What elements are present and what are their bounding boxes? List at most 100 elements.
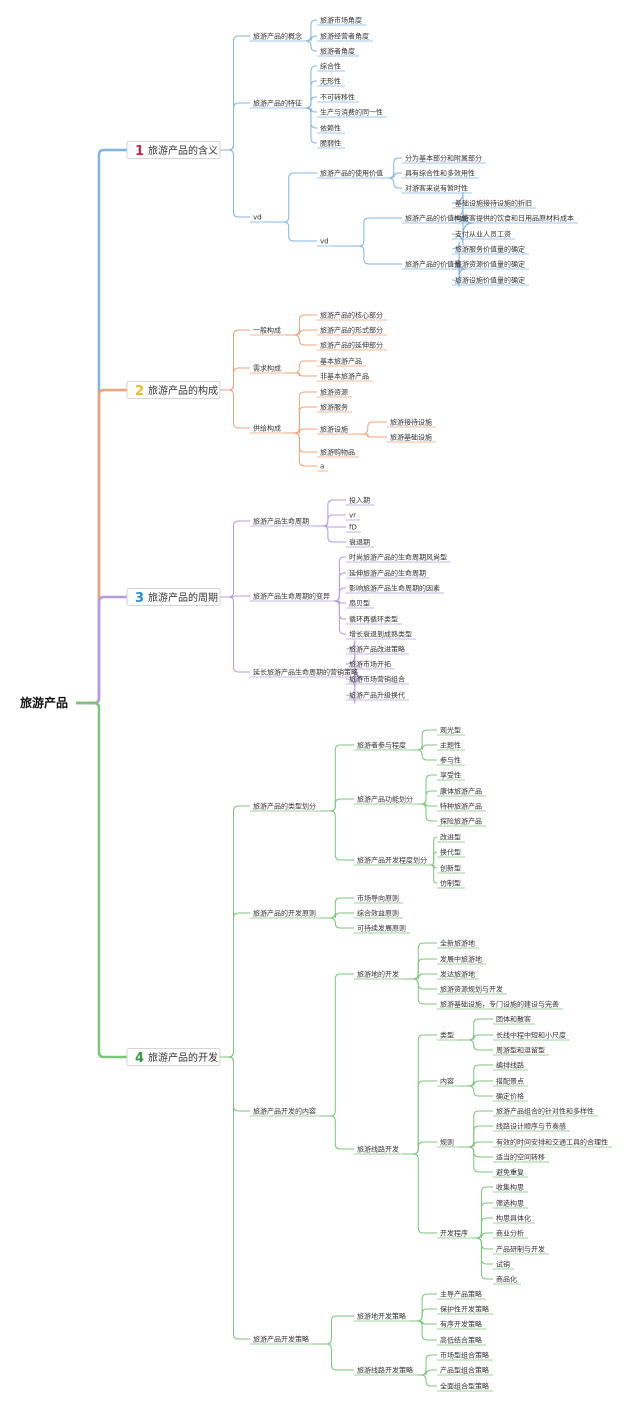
node-3-b0-1-1[interactable]: 无形性 [320,77,341,86]
node-4-b3-3-0-1[interactable]: 保护性开发策略 [440,1305,489,1314]
node-5-b0-2-1-0-0[interactable]: 基础设施接待设施的折旧 [455,199,532,208]
node-4-b0-2-1-0[interactable]: 旅游产品的价值构成 [405,214,468,223]
node-3-b3-1-0[interactable]: 市场导向原则 [357,894,399,903]
node-4-b3-3-0-3[interactable]: 高低结合策略 [440,1336,482,1345]
node-3-b3-0-2[interactable]: 旅游产品开发程度划分 [357,856,427,865]
node-2-b1-2[interactable]: 供给构成 [253,424,281,433]
node-5-b3-2-1-1-0[interactable]: 编排线路 [496,1061,524,1070]
node-3-b2-1-4[interactable]: 循环再循环类型 [349,615,398,624]
node-3-b3-0-0[interactable]: 旅游者参与程度 [357,741,406,750]
node-3-b3-1-2[interactable]: 可持续发展原则 [357,924,406,933]
node-3-b0-1-3[interactable]: 生产与消费的同一性 [320,108,383,117]
node-5-b3-2-1-2-4[interactable]: 避免重复 [496,1168,524,1177]
node-4-b3-2-0-0[interactable]: 全新旅游地 [440,939,475,948]
node-4-b3-0-1-0[interactable]: 享受性 [440,771,461,780]
node-3-b1-1-0[interactable]: 基本旅游产品 [320,357,362,366]
node-5-b3-2-1-3-4[interactable]: 产品研制与开发 [496,1245,545,1254]
node-3-b2-1-2[interactable]: 影响旅游产品生命周期的因素 [349,584,440,593]
node-5-b3-2-1-2-2[interactable]: 有效的时间安排和交通工具的合理性 [496,1138,608,1147]
node-4-b3-2-0-2[interactable]: 发达旅游地 [440,970,475,979]
node-5-b3-2-1-3-3[interactable]: 商业分析 [496,1229,524,1238]
node-5-b3-2-1-0-2[interactable]: 周游型和逗留型 [496,1046,545,1055]
node-4-b3-3-1-1[interactable]: 产品型组合策略 [440,1366,489,1375]
node-4-b3-3-1-0[interactable]: 市场型组合策略 [440,1351,489,1360]
node-2-b2-2[interactable]: 延长旅游产品生命周期的营销策略 [253,668,358,677]
node-3-b1-0-0[interactable]: 旅游产品的核心部分 [320,311,383,320]
node-4-b3-2-0-4[interactable]: 旅游基础设施，专门设施的建设与完善 [440,1000,559,1009]
node-5-b3-2-1-0-0[interactable]: 团体和散客 [496,1015,531,1024]
node-2-b1-1[interactable]: 需求构成 [253,364,281,373]
node-4-b0-2-1-1[interactable]: 旅游产品的价值量 [405,260,461,269]
node-4-b3-0-0-2[interactable]: 参与性 [440,756,461,765]
node-4-b3-0-0-0[interactable]: 观光型 [440,726,461,735]
node-3-b0-0-2[interactable]: 旅游者角度 [320,47,355,56]
node-4-b0-2-0-2[interactable]: 对游客来说有暂时性 [405,184,468,193]
node-3-b0-2-0[interactable]: 旅游产品的使用价值 [320,169,383,178]
node-5-b3-2-1-3-1[interactable]: 筛选构思 [496,1199,524,1208]
node-5-b3-2-1-2-1[interactable]: 线路设计顺序与节奏感 [496,1122,566,1131]
node-3-b3-1-1[interactable]: 综合效益原则 [357,909,399,918]
root-node[interactable]: 旅游产品 [20,695,68,710]
node-3-b3-2-0[interactable]: 旅游地的开发 [357,970,399,979]
node-3-b2-0-1[interactable]: vr [349,512,356,520]
node-4-b0-2-0-0[interactable]: 分为基本部分和附属部分 [405,154,482,163]
node-4-b3-3-1-2[interactable]: 全面组合型策略 [440,1382,489,1391]
branch-box[interactable] [126,1048,221,1066]
branch-box[interactable] [126,141,221,159]
node-5-b3-2-1-0-1[interactable]: 长线中程中短和小尺度 [496,1031,566,1040]
node-5-b0-2-1-1-0[interactable]: 旅游服务价值量的确定 [455,245,525,254]
node-3-b1-0-2[interactable]: 旅游产品的延伸部分 [320,341,383,350]
node-5-b3-2-1-3-5[interactable]: 试销 [496,1260,510,1269]
node-4-b3-2-1-3[interactable]: 开发程序 [440,1229,468,1238]
node-4-b3-2-1-1[interactable]: 内容 [440,1077,454,1086]
node-3-b2-0-2[interactable]: fD [349,524,357,532]
node-3-b3-3-0[interactable]: 旅游地开发策略 [357,1312,406,1321]
node-3-b2-2-0[interactable]: 旅游产品改进策略 [349,645,405,654]
node-3-b0-0-1[interactable]: 旅游经营者角度 [320,32,369,41]
node-5-b3-2-1-1-2[interactable]: 确定价格 [496,1092,524,1101]
node-3-b2-2-1[interactable]: 旅游市场开拓 [349,660,391,669]
node-4-b3-2-1-2[interactable]: 规则 [440,1138,454,1147]
node-2-b3-0[interactable]: 旅游产品的类型划分 [253,802,316,811]
node-3-b0-1-0[interactable]: 综合性 [320,62,341,71]
node-4-b3-0-2-0[interactable]: 改进型 [440,833,461,842]
node-5-b3-2-1-3-2[interactable]: 构思具体化 [496,1214,531,1223]
node-4-b3-3-0-0[interactable]: 主导产品策略 [440,1290,482,1299]
node-4-b3-0-1-1[interactable]: 康体旅游产品 [440,787,482,796]
node-4-b3-0-0-1[interactable]: 主题性 [440,741,461,750]
node-5-b3-2-1-2-3[interactable]: 适当的空间转移 [496,1153,545,1162]
node-3-b1-2-2[interactable]: 旅游设施 [320,425,348,434]
node-3-b2-1-5[interactable]: 增长衰退到成熟类型 [349,630,412,639]
node-5-b3-2-1-3-0[interactable]: 收集构思 [496,1183,524,1192]
node-4-b1-2-2-1[interactable]: 旅游基础设施 [390,433,432,442]
node-4-b3-2-0-1[interactable]: 发展中旅游地 [440,955,482,964]
branch-box[interactable] [126,588,221,606]
node-3-b1-0-1[interactable]: 旅游产品的形式部分 [320,326,383,335]
node-3-b2-1-3[interactable]: 扇贝型 [349,599,370,608]
node-2-b1-0[interactable]: 一般构成 [253,326,281,335]
node-3-b3-0-1[interactable]: 旅游产品功能划分 [357,795,413,804]
node-5-b0-2-1-1-2[interactable]: 旅游设施价值量的确定 [455,276,525,285]
node-5-b3-2-1-1-1[interactable]: 搭配景点 [496,1077,524,1086]
node-3-b1-2-1[interactable]: 旅游服务 [320,403,348,412]
node-3-b1-2-4[interactable]: a [320,463,324,471]
node-4-b1-2-2-0[interactable]: 旅游接待设施 [390,418,432,427]
node-4-b3-2-1-0[interactable]: 类型 [440,1031,454,1040]
node-3-b2-2-3[interactable]: 旅游产品升级换代 [349,691,405,700]
node-3-b1-1-1[interactable]: 非基本旅游产品 [320,372,369,381]
node-3-b3-3-1[interactable]: 旅游线路开发策略 [357,1366,413,1375]
node-5-b3-2-1-3-6[interactable]: 商品化 [496,1275,517,1284]
node-4-b3-0-1-2[interactable]: 特种旅游产品 [440,802,482,811]
node-5-b0-2-1-0-2[interactable]: 支付从业人员工资 [455,230,511,239]
node-4-b3-0-2-1[interactable]: 换代型 [440,848,461,857]
node-3-b1-2-3[interactable]: 旅游购物品 [320,448,355,457]
branch-box[interactable] [126,381,221,399]
node-5-b0-2-1-1-1[interactable]: 旅游资源价值量的确定 [455,260,525,269]
node-2-b3-2[interactable]: 旅游产品开发的内容 [253,1107,316,1116]
node-3-b2-0-0[interactable]: 投入期 [349,496,370,505]
node-5-b0-2-1-0-1[interactable]: 向游客提供的饮食和日用品原材料成本 [455,214,574,223]
node-3-b2-1-1[interactable]: 延伸旅游产品的生命周期 [349,569,426,578]
node-3-b2-2-2[interactable]: 旅游市场营销组合 [349,675,405,684]
node-3-b0-1-5[interactable]: 脆弱性 [320,139,341,148]
node-3-b0-0-0[interactable]: 旅游市场角度 [320,16,362,25]
